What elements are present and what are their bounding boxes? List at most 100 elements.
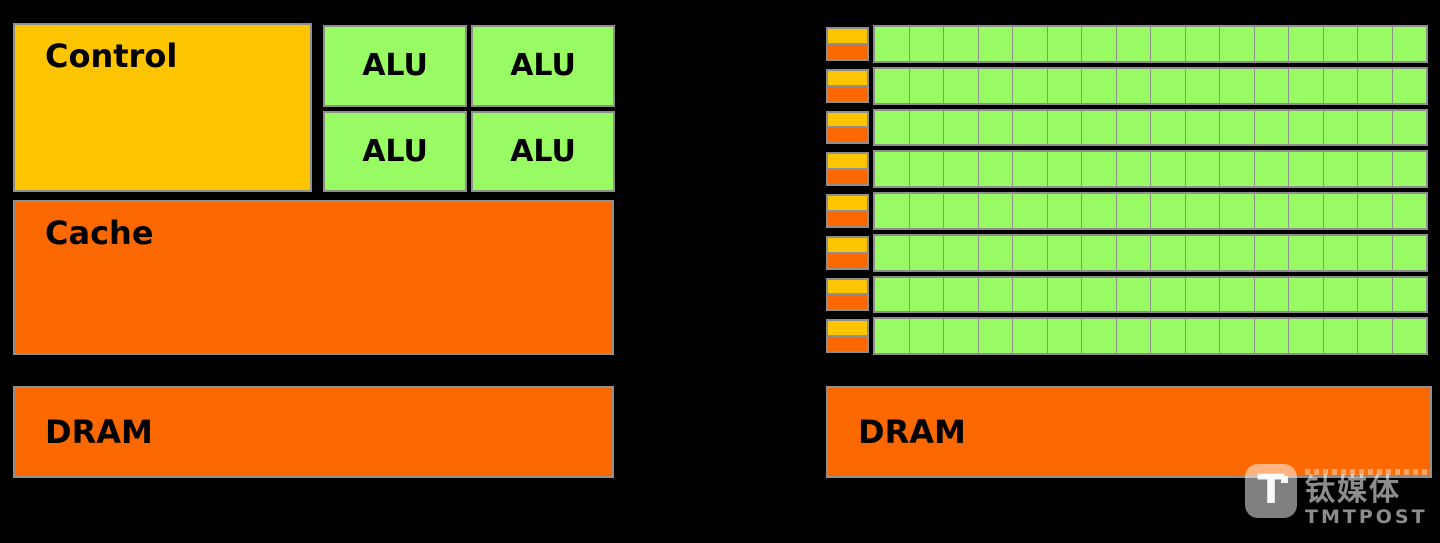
gpu-alu-cell xyxy=(978,235,1013,270)
gpu-alu-cell xyxy=(1323,277,1358,312)
gpu-alu-cell xyxy=(875,235,910,270)
gpu-row-control-cell xyxy=(828,112,867,129)
gpu-alu-cell xyxy=(978,110,1013,145)
watermark-tagline-illegible xyxy=(1305,469,1431,475)
gpu-alu-cell xyxy=(1289,152,1324,186)
gpu-alu-cell xyxy=(944,68,979,103)
gpu-alu-cell xyxy=(1013,319,1048,353)
gpu-alu-cell xyxy=(1254,277,1289,312)
gpu-row-cache-cell xyxy=(828,128,867,143)
gpu-alu-cell xyxy=(1358,194,1393,228)
gpu-alu-cell xyxy=(1289,319,1324,353)
gpu-alu-cell xyxy=(1323,194,1358,228)
gpu-alu-cell xyxy=(1254,110,1289,145)
gpu-row-control-cache-block xyxy=(826,235,869,270)
gpu-alu-cell xyxy=(1116,319,1151,353)
gpu-alu-cell xyxy=(1082,235,1117,270)
gpu-alu-cell xyxy=(1254,68,1289,103)
gpu-alu-cell xyxy=(1358,277,1393,312)
gpu-alu-cell xyxy=(1254,27,1289,61)
gpu-alu-band xyxy=(873,233,1428,272)
gpu-alu-band xyxy=(873,66,1428,105)
gpu-alu-cell xyxy=(978,277,1013,312)
cpu-cache-block: Cache xyxy=(13,200,614,355)
gpu-alu-band xyxy=(873,150,1428,188)
tmtpost-logo-icon: T xyxy=(1245,464,1297,518)
tmtpost-watermark: T 钛媒体 TMTPOST xyxy=(1245,464,1440,539)
gpu-alu-band xyxy=(873,275,1428,314)
gpu-alu-cell xyxy=(909,152,944,186)
gpu-alu-cell xyxy=(909,277,944,312)
gpu-alu-cell xyxy=(1289,235,1324,270)
gpu-alu-cell xyxy=(944,235,979,270)
gpu-alu-cell xyxy=(1323,68,1358,103)
gpu-alu-cell xyxy=(1082,152,1117,186)
gpu-alu-cell xyxy=(1220,319,1255,353)
gpu-row xyxy=(826,25,1428,63)
gpu-alu-band xyxy=(873,317,1428,355)
gpu-alu-cell xyxy=(875,27,910,61)
gpu-alu-cell xyxy=(1185,277,1220,312)
gpu-alu-cell xyxy=(909,110,944,145)
gpu-alu-cell xyxy=(1047,152,1082,186)
gpu-alu-cell xyxy=(1151,235,1186,270)
gpu-alu-cell xyxy=(875,319,910,353)
gpu-row-cache-cell xyxy=(828,337,867,351)
cpu-dram-block: DRAM xyxy=(13,386,614,478)
gpu-alu-cell xyxy=(978,319,1013,353)
gpu-alu-cell xyxy=(1151,277,1186,312)
gpu-alu-cell xyxy=(1013,235,1048,270)
gpu-dram-label: DRAM xyxy=(858,413,966,451)
gpu-row-cache-cell xyxy=(828,170,867,184)
gpu-alu-cell xyxy=(1082,194,1117,228)
gpu-row-cache-cell xyxy=(828,211,867,226)
gpu-alu-cell xyxy=(1082,68,1117,103)
gpu-alu-cell xyxy=(944,152,979,186)
gpu-row-control-cache-block xyxy=(826,110,869,145)
gpu-row xyxy=(826,66,1428,105)
gpu-row-control-cell xyxy=(828,70,867,87)
gpu-row xyxy=(826,233,1428,272)
cpu-alu-block: ALU xyxy=(323,25,467,107)
gpu-row-control-cache-block xyxy=(826,152,869,186)
gpu-alu-cell xyxy=(1254,319,1289,353)
gpu-alu-cell xyxy=(1185,68,1220,103)
watermark-name: 钛媒体 xyxy=(1305,473,1401,508)
gpu-alu-cell xyxy=(1323,110,1358,145)
tmtpost-watermark-text: 钛媒体 TMTPOST xyxy=(1305,464,1431,539)
watermark-subtitle: TMTPOST xyxy=(1305,505,1428,528)
gpu-row-control-cache-block xyxy=(826,27,869,61)
gpu-alu-cell xyxy=(1116,277,1151,312)
gpu-alu-band xyxy=(873,108,1428,147)
gpu-alu-cell xyxy=(909,68,944,103)
gpu-alu-cell xyxy=(1116,110,1151,145)
gpu-alu-band xyxy=(873,25,1428,63)
gpu-row-control-cache-block xyxy=(826,277,869,312)
gpu-alu-cell xyxy=(1185,319,1220,353)
gpu-alu-cell xyxy=(1289,277,1324,312)
gpu-alu-cell xyxy=(1323,319,1358,353)
gpu-alu-cell xyxy=(909,235,944,270)
gpu-alu-cell xyxy=(1116,235,1151,270)
gpu-alu-cell xyxy=(1392,110,1426,145)
gpu-alu-cell xyxy=(1151,194,1186,228)
gpu-alu-cell xyxy=(1323,152,1358,186)
gpu-alu-cell xyxy=(978,68,1013,103)
gpu-alu-cell xyxy=(875,152,910,186)
tmtpost-logo-letter: T xyxy=(1257,467,1285,513)
gpu-alu-cell xyxy=(1151,152,1186,186)
gpu-alu-cell xyxy=(875,110,910,145)
gpu-alu-cell xyxy=(1392,277,1426,312)
cpu-alu-block: ALU xyxy=(471,110,615,192)
gpu-row-control-cell xyxy=(828,29,867,45)
gpu-alu-cell xyxy=(1220,110,1255,145)
gpu-alu-cell xyxy=(944,27,979,61)
gpu-alu-cell xyxy=(1116,68,1151,103)
gpu-row xyxy=(826,317,1428,355)
gpu-alu-cell xyxy=(1151,110,1186,145)
cpu-alu-block: ALU xyxy=(323,110,467,192)
gpu-alu-cell xyxy=(1013,110,1048,145)
gpu-alu-cell xyxy=(1013,27,1048,61)
gpu-alu-cell xyxy=(1047,194,1082,228)
gpu-alu-cell xyxy=(1047,235,1082,270)
